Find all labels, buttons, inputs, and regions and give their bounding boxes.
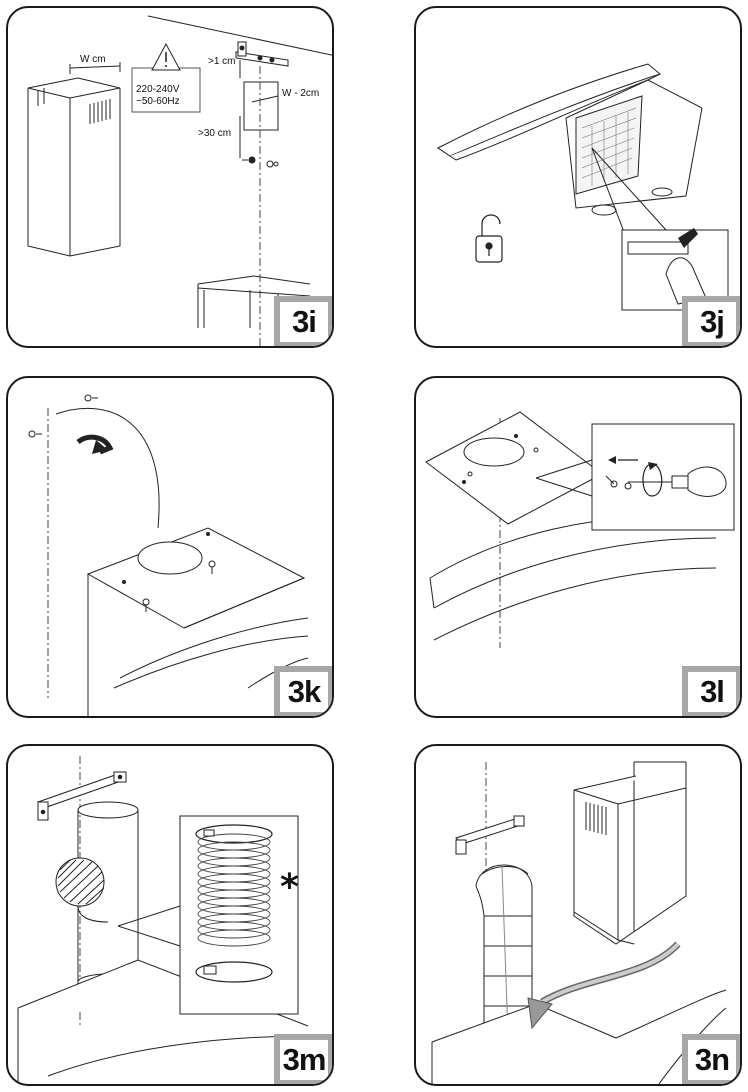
- chimney-vent-slots: [90, 99, 110, 124]
- chimney-width-label: W cm: [80, 54, 106, 65]
- step-badge: 3k: [274, 666, 332, 716]
- screw-set: [242, 157, 278, 167]
- push-arrow-icon: [678, 228, 698, 248]
- panel-3i: W cm 220-240V ~50-60Hz >1 cm W - 2cm >30…: [6, 6, 334, 348]
- hose-clamp: [196, 962, 272, 982]
- flexible-duct-drawing: [476, 865, 532, 1036]
- clamp-screw: [204, 966, 216, 974]
- hood-top-drawing: [432, 1004, 616, 1086]
- step-badge: 3n: [682, 1034, 740, 1084]
- warning-box: [132, 68, 200, 112]
- step-badge: 3i: [274, 296, 332, 346]
- screw-set: [29, 395, 98, 437]
- curved-arrow-icon: [78, 437, 110, 452]
- wall-bracket-drawing: [38, 772, 126, 820]
- glass-panel-drawing: [48, 1036, 308, 1076]
- open-padlock-icon: [476, 215, 502, 262]
- hood-top-drawing: [88, 528, 304, 718]
- flexible-duct-drawing: [196, 825, 272, 982]
- step-badge: 3m: [274, 1034, 332, 1084]
- note-asterisk: *: [280, 867, 299, 908]
- frequency-label: ~50-60Hz: [136, 96, 180, 107]
- hood-top-drawing: [426, 412, 602, 524]
- bracket-width-label: W - 2cm: [282, 88, 320, 99]
- chimney-measurement-diagram: [8, 8, 334, 348]
- screw-removal-diagram: [8, 378, 334, 718]
- duct-installation-diagram: [8, 746, 334, 1086]
- rotation-arrow-icon: [643, 464, 662, 496]
- chimney-fitting-diagram: [416, 746, 742, 1086]
- wall-hole-marker: [56, 858, 104, 906]
- panel-3n: 3n: [414, 744, 742, 1086]
- template-plate: [244, 82, 278, 130]
- top-gap-label: >1 cm: [208, 56, 236, 67]
- voltage-label: 220-240V: [136, 84, 180, 95]
- screw-loosening-diagram: [416, 378, 742, 718]
- wall-bracket-drawing: [456, 816, 524, 854]
- screwdriver-icon: [628, 467, 726, 496]
- flexible-duct-inset: [180, 816, 298, 1014]
- bottom-gap-label: >30 cm: [198, 128, 232, 139]
- panel-3k: 3k: [6, 376, 334, 718]
- panel-3l: 3l: [414, 376, 742, 718]
- hood-body-drawing: [566, 80, 702, 208]
- wall-bracket-drawing: [236, 42, 288, 66]
- chimney-cover-drawing: [28, 78, 120, 256]
- chimney-vent-slots: [586, 802, 606, 835]
- grease-filter-drawing: [582, 108, 636, 186]
- panel-3m: * 3m: [6, 744, 334, 1086]
- glass-panel-drawing: [430, 516, 716, 640]
- panel-3j: 3j: [414, 6, 742, 348]
- hand-drawing: [666, 258, 706, 304]
- step-badge: 3l: [682, 666, 740, 716]
- filter-removal-diagram: [416, 8, 742, 348]
- step-badge: 3j: [682, 296, 740, 346]
- glass-panel-drawing: [438, 64, 660, 160]
- chimney-cover-drawing: [574, 762, 686, 944]
